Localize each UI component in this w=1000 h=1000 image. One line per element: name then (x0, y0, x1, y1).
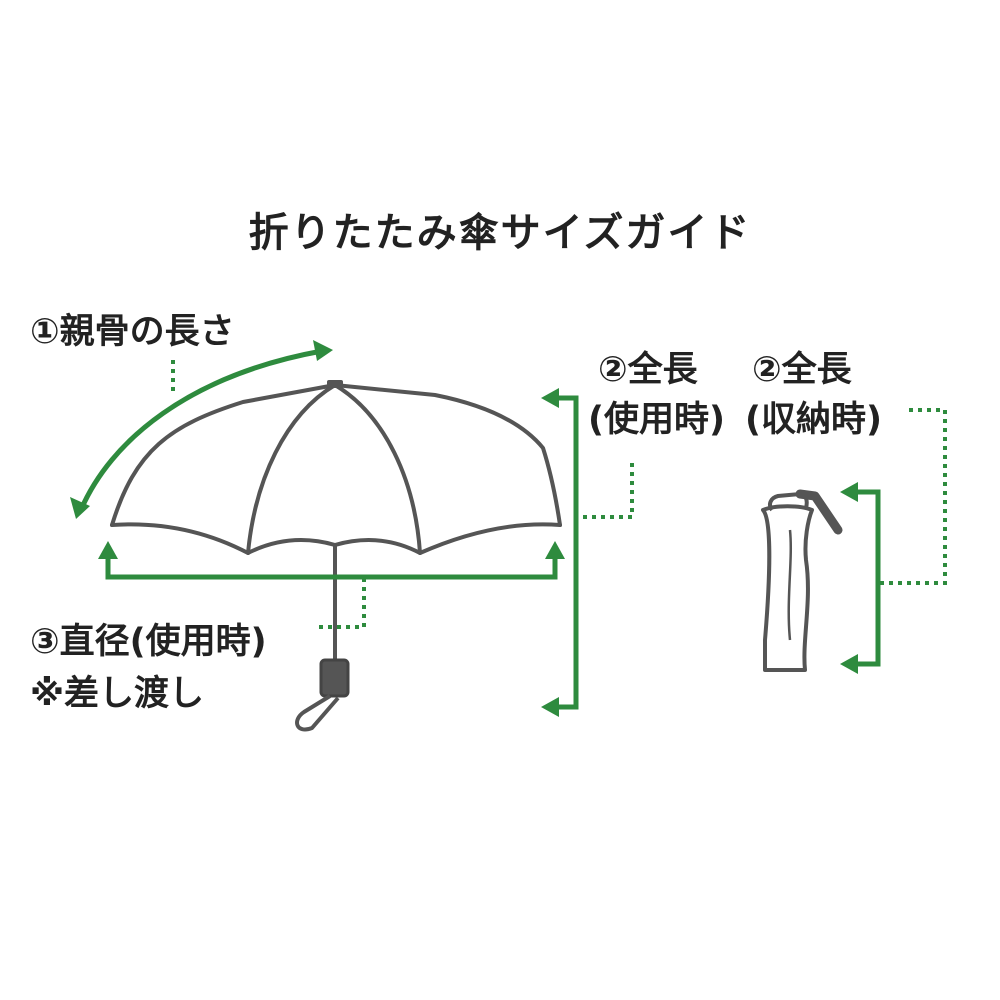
total-length-open-bracket (555, 395, 579, 710)
total-length-closed-bracket (853, 489, 881, 667)
diameter-bracket (105, 556, 558, 580)
diameter-leader (315, 578, 366, 629)
arrowhead-icon (545, 541, 565, 559)
diagram-title: 折りたたみ傘サイズガイド (248, 210, 752, 256)
open-umbrella-canopy (110, 383, 562, 555)
arrowhead-icon (70, 497, 90, 519)
arrowhead-icon (840, 654, 858, 674)
total-length-closed-note: (収納時) (745, 400, 882, 440)
total-length-open-label: ②全長 (598, 350, 698, 390)
umbrella-tip-icon (327, 380, 343, 388)
total-length-closed-leader (880, 408, 947, 585)
total-length-open-leader (583, 462, 634, 519)
wrist-strap (295, 694, 340, 732)
arrowhead-icon (541, 388, 559, 408)
arrowhead-icon (313, 340, 333, 361)
closed-umbrella (761, 489, 843, 672)
total-length-open-note: (使用時) (588, 400, 725, 440)
arrowhead-icon (98, 541, 118, 559)
arrowhead-icon (541, 697, 559, 717)
rib-length-label: ①親骨の長さ (30, 312, 235, 352)
arrowhead-icon (840, 482, 858, 502)
diameter-label: ③直径(使用時) (30, 622, 267, 662)
total-length-closed-label: ②全長 (752, 350, 852, 390)
diameter-note: ※差し渡し (30, 674, 205, 714)
umbrella-handle (319, 658, 350, 698)
rib-length-arc (77, 348, 323, 513)
